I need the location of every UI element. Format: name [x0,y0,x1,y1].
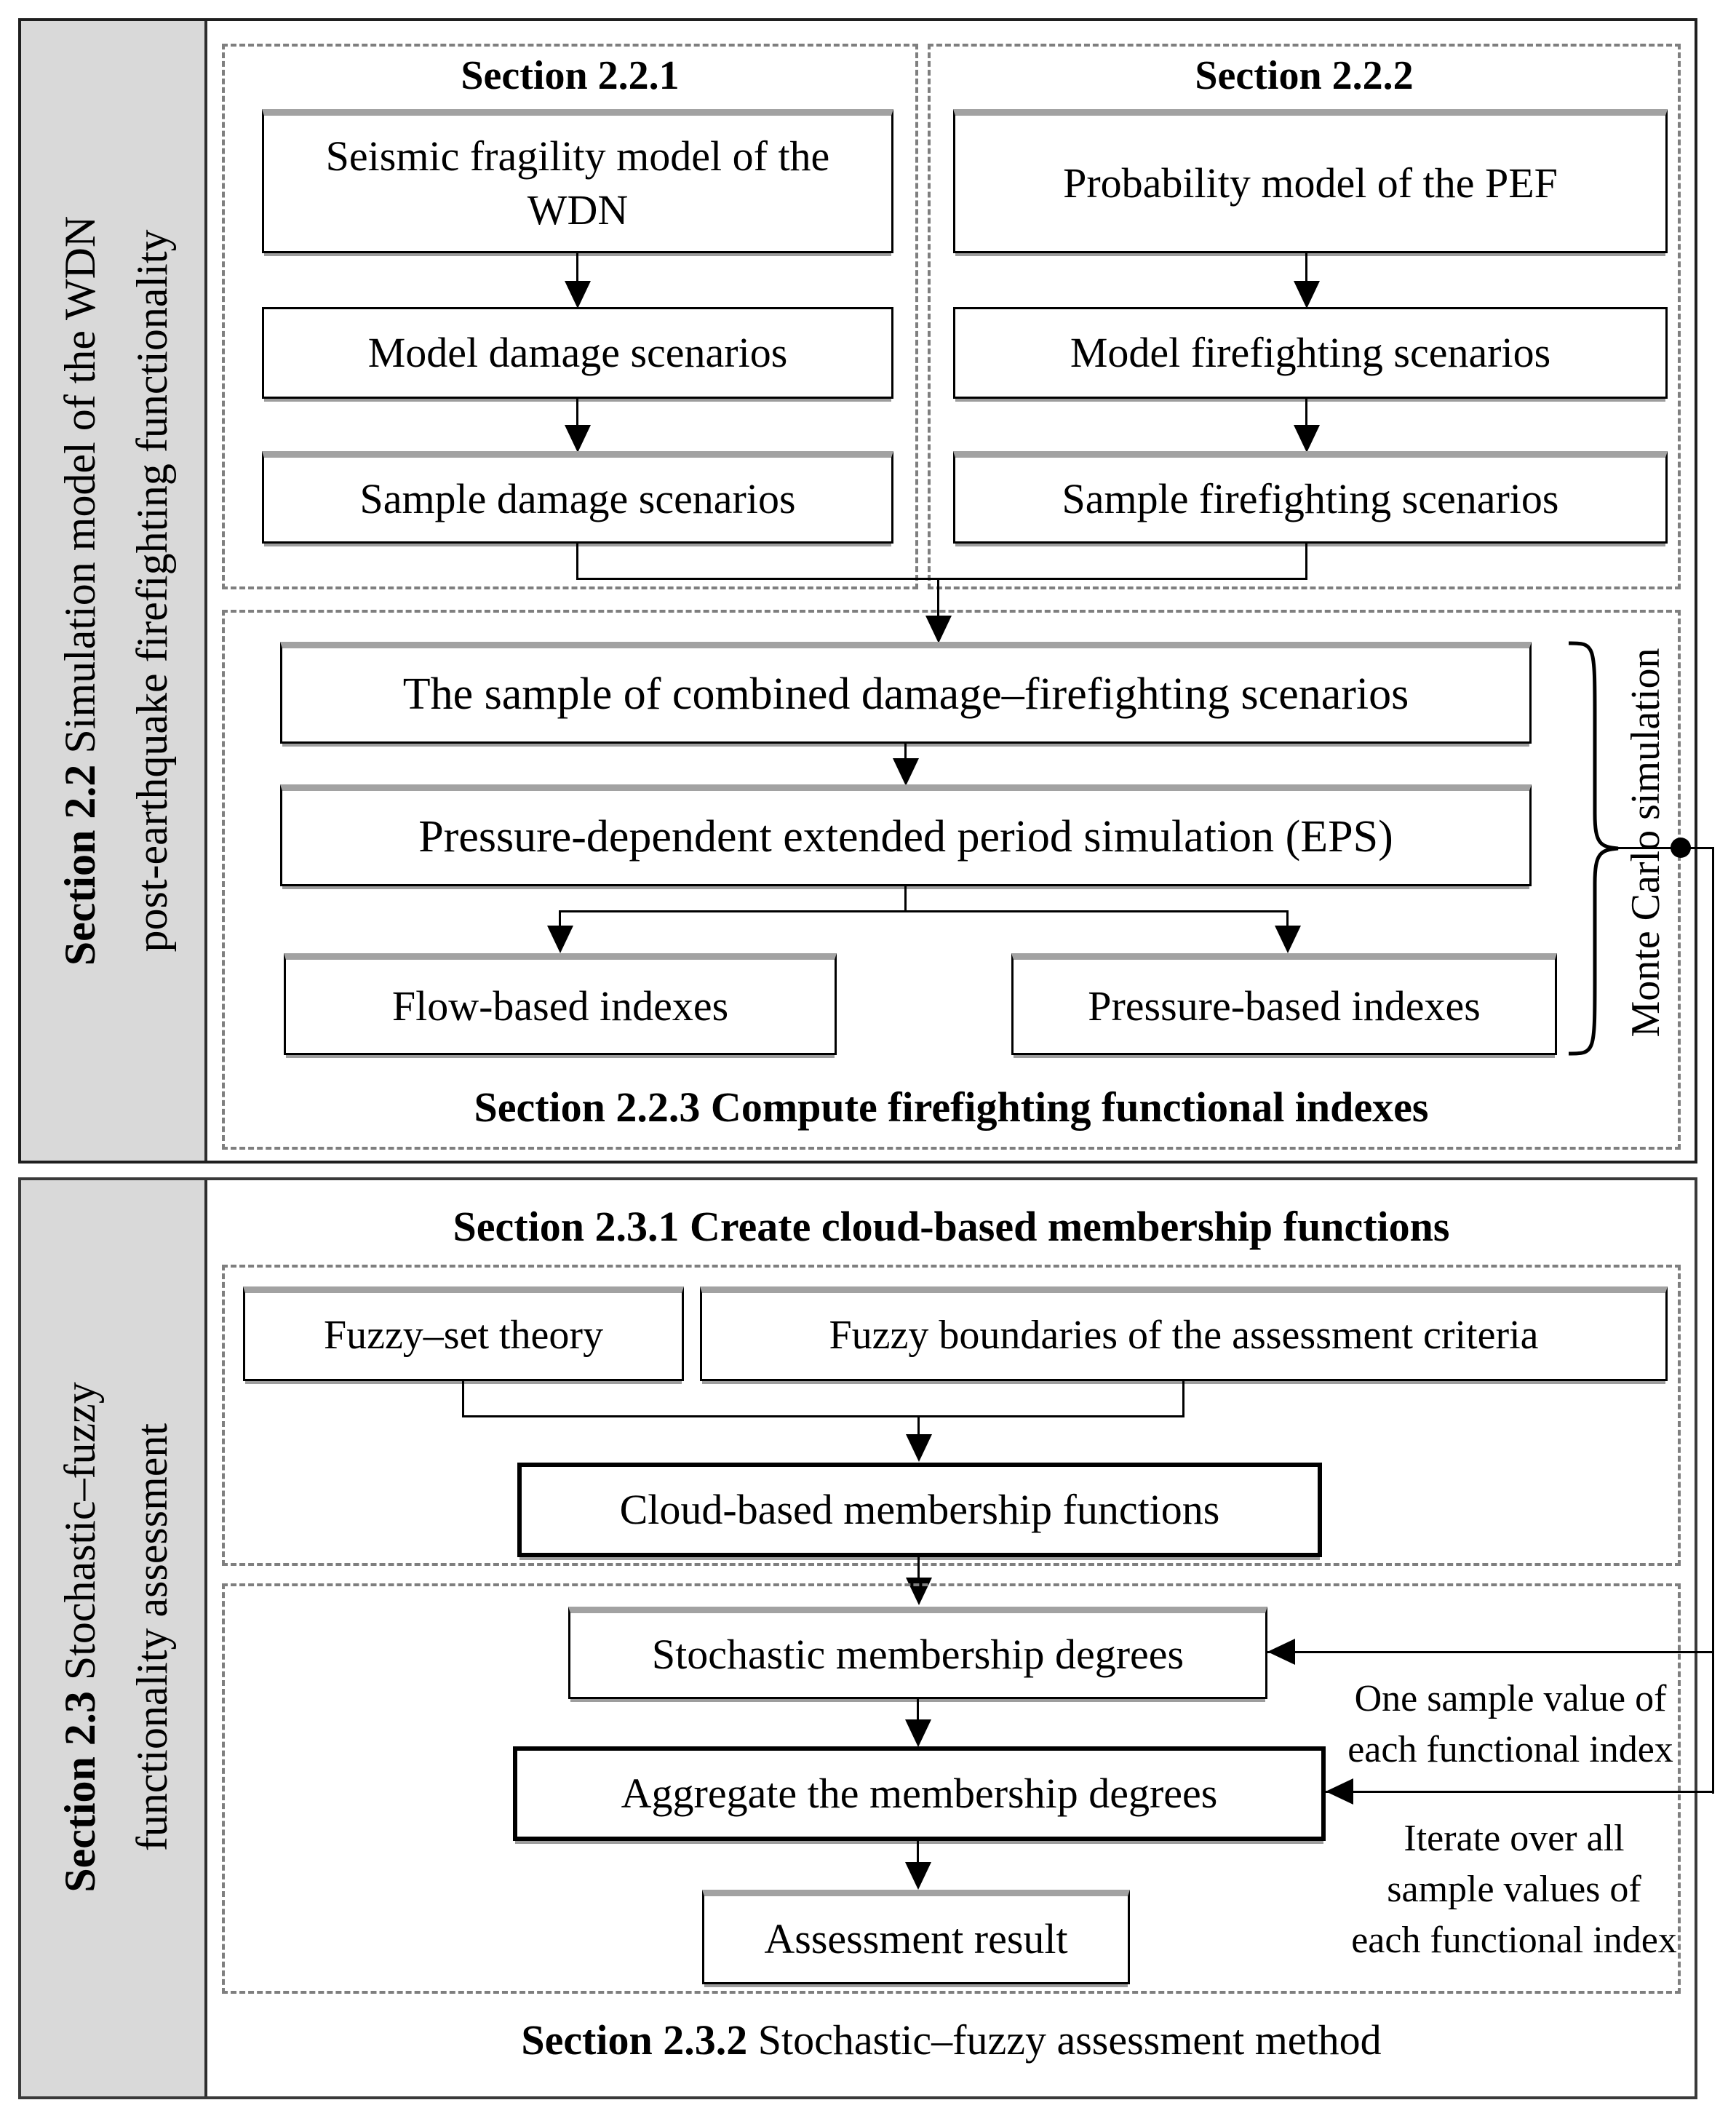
sidebar-2-2-bold: Section 2.2 [56,764,104,966]
connector-line [576,578,1307,580]
connector-line [917,1557,920,1580]
feedback-line [1267,1651,1714,1653]
box-cloud-membership: Cloud-based membership functions [517,1463,1322,1557]
feedback-line [1326,1791,1714,1793]
connector-line [904,744,907,761]
header-2-2-1: Section 2.2.1 [461,53,680,98]
connector-line [917,1699,919,1722]
connector-line [1286,910,1289,927]
caption-2-3-2-bold: Section 2.3.2 [521,2016,748,2064]
box-stochastic-degrees: Stochastic membership degrees [568,1607,1267,1699]
box-aggregate-degrees: Aggregate the membership degrees [513,1746,1326,1841]
box-model-firefighting: Model firefighting scenarios [953,307,1668,399]
sidebar-2-3-bold: Section 2.3 [56,1691,104,1893]
connector-line [1305,399,1307,429]
sidebar-2-3-line2: functionality assessment [128,1423,176,1852]
connector-line [559,910,561,927]
sidebar-2-3-rest: Stochastic–fuzzy [56,1382,104,1692]
box-sample-damage: Sample damage scenarios [262,451,893,544]
connector-line [1305,544,1307,580]
sidebar-2-2-rest: Simulation model of the WDN [56,215,104,765]
arrow-down-icon [925,616,952,643]
connector-line [576,253,578,284]
connector-line [904,886,907,912]
arrow-down-icon [906,1578,932,1605]
arrow-down-icon [565,425,591,453]
label-iterate-line2: sample values of [1387,1869,1641,1911]
arrow-down-icon [1275,926,1301,953]
sidebar-2-2 [21,21,207,1161]
sidebar-2-2-line1: Section 2.2 Simulation model of the WDN [44,23,116,1158]
sidebar-2-3-line1: Section 2.3 Stochastic–fuzzy [44,1201,116,2074]
box-combined-sample: The sample of combined damage–firefighti… [280,642,1532,744]
junction-dot-icon [1671,838,1691,858]
monte-carlo-label: Monte Carlo simulation [1623,648,1668,1038]
header-2-2-2: Section 2.2.2 [1195,53,1414,98]
sidebar-2-3-label: Section 2.3 Stochastic–fuzzy functionali… [44,1201,188,2074]
label-one-sample-line2: each functional index [1347,1729,1673,1771]
dashed-box-2-2-3 [222,610,1681,1150]
label-iterate: Iterate over all sample values of each f… [1306,1813,1722,1967]
heading-2-3-1: Section 2.3.1 Create cloud-based members… [453,1203,1450,1250]
label-iterate-line3: each functional index [1351,1920,1677,1962]
feedback-line [1712,847,1714,1794]
sidebar-2-2-label: Section 2.2 Simulation model of the WDN … [44,23,188,1158]
arrow-down-icon [905,1862,931,1890]
connector-line [917,1841,919,1864]
connector-line [917,1415,920,1436]
box-sample-firefighting: Sample firefighting scenarios [953,451,1668,544]
dashed-box-2-3-1 [222,1265,1681,1566]
arrow-down-icon [1294,281,1320,309]
caption-2-3-2: Section 2.3.2 Stochastic–fuzzy assessmen… [222,2016,1681,2064]
arrow-down-icon [905,1719,931,1747]
caption-2-3-2-rest: Stochastic–fuzzy assessment method [747,2016,1382,2064]
box-probability-pef: Probability model of the PEF [953,109,1668,253]
brace-icon [1568,641,1619,1056]
sidebar-2-3 [21,1180,207,2096]
box-pressure-indexes: Pressure-based indexes [1011,953,1557,1055]
label-one-sample: One sample value of each functional inde… [1302,1674,1719,1775]
arrow-down-icon [547,926,573,953]
box-eps: Pressure-dependent extended period simul… [280,784,1532,886]
arrow-down-icon [893,758,919,786]
box-seismic-fragility: Seismic fragility model of the WDN [262,109,893,253]
box-fuzzy-boundaries: Fuzzy boundaries of the assessment crite… [700,1286,1668,1381]
label-iterate-line1: Iterate over all [1403,1818,1625,1859]
connector-line [1305,253,1307,284]
caption-2-2-3: Section 2.2.3 Compute firefighting funct… [474,1083,1429,1131]
feedback-line [1618,847,1714,849]
connector-line [576,544,578,580]
arrow-down-icon [1294,425,1320,453]
label-one-sample-line1: One sample value of [1354,1678,1667,1719]
box-model-damage: Model damage scenarios [262,307,893,399]
connector-line [1182,1381,1184,1417]
dashed-box-2-2-1 [222,44,918,589]
connector-line [937,578,939,617]
dashed-box-2-2-2 [928,44,1681,589]
box-assessment-result: Assessment result [702,1890,1130,1984]
dashed-box-2-3-2 [222,1583,1681,1994]
connector-line [576,399,578,429]
arrow-down-icon [565,281,591,309]
connector-line [559,910,1289,912]
box-flow-indexes: Flow-based indexes [284,953,837,1055]
arrow-left-icon [1267,1639,1295,1665]
arrow-down-icon [906,1434,932,1462]
arrow-left-icon [1326,1778,1353,1805]
connector-line [462,1415,1184,1417]
box-fuzzy-set: Fuzzy–set theory [243,1286,684,1381]
sidebar-2-2-line2: post-earthquake firefighting functionali… [128,229,176,952]
connector-line [462,1381,464,1417]
